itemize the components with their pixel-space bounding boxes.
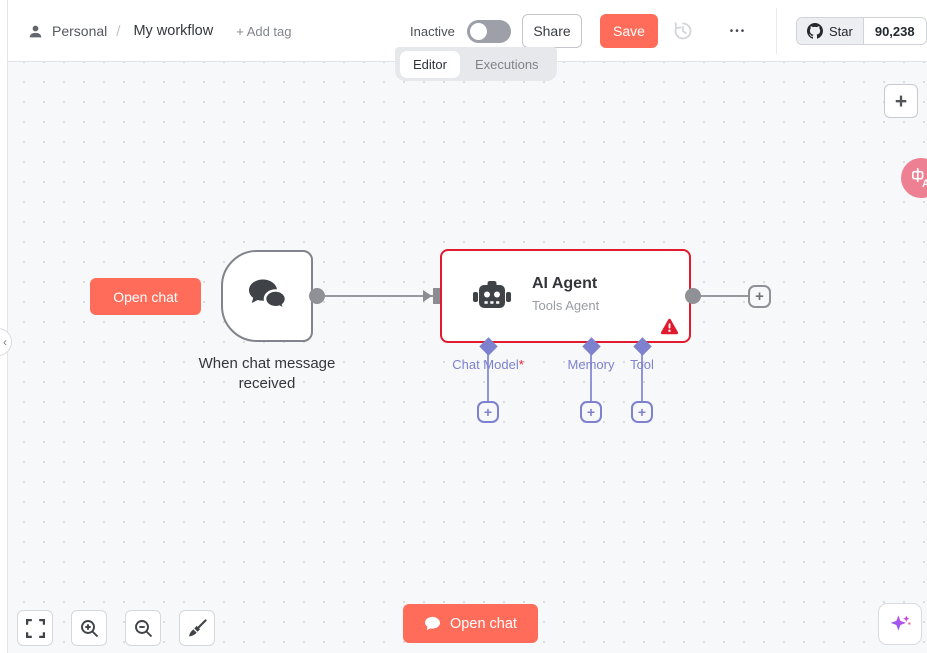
add-node-button[interactable]: + [884, 84, 918, 118]
open-chat-button[interactable]: Open chat [403, 604, 538, 643]
zoom-in-icon [80, 619, 98, 637]
canvas-toolbar [17, 610, 215, 646]
tab-executions[interactable]: Executions [474, 56, 539, 72]
tab-editor[interactable]: Editor [400, 50, 460, 78]
github-star-label: Star [829, 23, 853, 39]
connection-line [317, 295, 433, 297]
memory-connector-label: Memory [567, 357, 615, 372]
agent-node-subtitle: Tools Agent [532, 298, 600, 313]
toggle-knob [469, 22, 487, 40]
github-star-widget[interactable]: Star 90,238 [796, 17, 927, 45]
required-marker: * [518, 357, 524, 372]
activation-toggle[interactable] [466, 19, 511, 43]
save-button[interactable]: Save [600, 14, 658, 48]
add-memory-button[interactable]: + [580, 401, 602, 423]
add-tag-button[interactable]: + Add tag [236, 23, 292, 39]
user-icon [28, 24, 43, 39]
chevron-left-icon: ‹ [3, 335, 7, 349]
input-connector-rect[interactable] [433, 288, 440, 304]
plus-icon: + [894, 89, 908, 113]
agent-node-text: AI Agent Tools Agent [532, 275, 599, 313]
add-chat-model-button[interactable]: + [477, 401, 499, 423]
connection-arrowhead [423, 290, 432, 302]
agent-node-title: AI Agent [532, 275, 598, 292]
workflow-history-icon[interactable] [672, 20, 694, 42]
workflow-title[interactable]: My workflow [133, 23, 214, 39]
chat-bubbles-icon [249, 279, 288, 312]
output-connector-dot[interactable] [685, 288, 701, 304]
translate-widget[interactable]: A [901, 158, 927, 198]
add-tool-button[interactable]: + [631, 401, 653, 423]
view-tabs: Editor Executions [395, 47, 557, 81]
add-connected-node-button[interactable]: + [748, 285, 771, 308]
connector-drop-line [487, 351, 489, 402]
sparkle-icon [890, 615, 911, 631]
github-icon [807, 23, 823, 39]
tool-connector-label: Tool [630, 357, 654, 372]
plus-icon: + [483, 404, 493, 420]
robot-icon [473, 281, 511, 308]
broom-icon [188, 618, 207, 636]
breadcrumb: Personal / My workflow + Add tag [28, 0, 292, 62]
activation-control: Inactive [410, 0, 511, 62]
top-bar: Personal / My workflow + Add tag Inactiv… [8, 0, 927, 62]
open-chat-label: Open chat [450, 615, 517, 632]
output-connector-dot[interactable] [309, 288, 325, 304]
node-caption: When chat message received [198, 355, 336, 392]
warning-icon [660, 318, 679, 335]
chat-model-connector-label: Chat Model* [452, 357, 524, 372]
connection-stub-line [693, 295, 751, 297]
activation-status-label: Inactive [410, 23, 455, 39]
sidebar-collapsed-strip [0, 0, 8, 653]
zoom-out-icon [134, 619, 152, 637]
chat-bubble-icon [425, 616, 441, 631]
breadcrumb-project[interactable]: Personal [52, 23, 108, 39]
connector-drop-line [641, 351, 643, 402]
more-options-icon[interactable]: ••• [729, 25, 747, 37]
node-ai-agent[interactable]: AI Agent Tools Agent [440, 249, 691, 343]
workflow-canvas[interactable]: + A Open chat When chat message received [8, 62, 927, 653]
translate-icon: A [912, 167, 927, 190]
fit-view-button[interactable] [17, 610, 53, 646]
plus-icon: + [637, 404, 647, 420]
svg-text:A: A [922, 178, 927, 190]
breadcrumb-separator: / [116, 22, 121, 40]
plus-icon: + [755, 288, 764, 305]
fit-view-icon [25, 618, 45, 638]
github-star-button[interactable]: Star [797, 18, 864, 44]
node-when-chat-message-received[interactable] [221, 250, 313, 342]
share-button[interactable]: Share [522, 14, 582, 48]
plus-icon: + [586, 404, 596, 420]
zoom-in-button[interactable] [71, 610, 107, 646]
github-star-count[interactable]: 90,238 [863, 18, 926, 44]
ai-assistant-button[interactable] [878, 603, 922, 645]
open-chat-trigger-button[interactable]: Open chat [90, 278, 201, 315]
connector-drop-line [590, 351, 592, 402]
header-divider [776, 8, 777, 54]
tidy-up-button[interactable] [179, 610, 215, 646]
zoom-out-button[interactable] [125, 610, 161, 646]
